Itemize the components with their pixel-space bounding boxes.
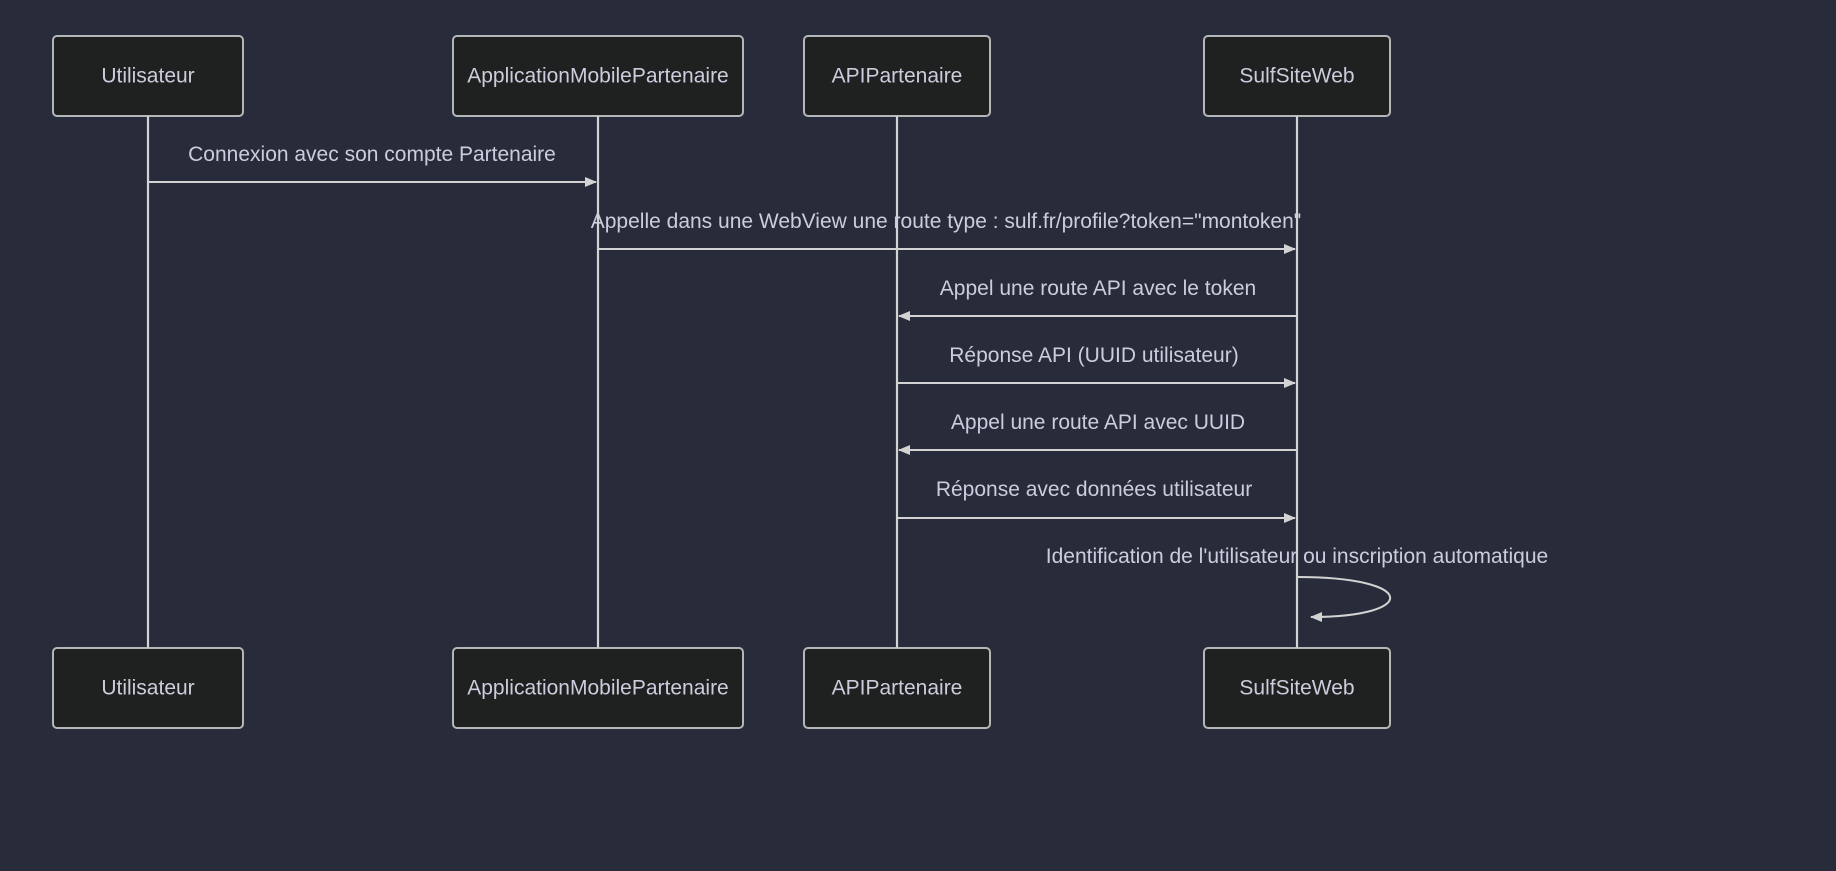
participant-label: Utilisateur [101,65,194,88]
participant-label: ApplicationMobilePartenaire [467,677,729,700]
participant-utilisateur-top[interactable]: Utilisateur [52,35,244,117]
msg-appel-route-uuid[interactable]: Appel une route API avec UUID [898,411,1297,455]
participant-application-mobile-partenaire-top[interactable]: ApplicationMobilePartenaire [452,35,744,117]
msg-connexion[interactable]: Connexion avec son compte Partenaire [148,143,597,187]
message-label: Appel une route API avec le token [940,277,1256,300]
participant-box [452,647,744,729]
participant-label: Utilisateur [101,677,194,700]
participant-label: APIPartenaire [832,677,963,700]
participant-utilisateur-bottom[interactable]: Utilisateur [52,647,244,729]
participant-sulf-site-web-bottom[interactable]: SulfSiteWeb [1203,647,1391,729]
message-label: Identification de l'utilisateur ou inscr… [1046,545,1548,568]
participant-sulf-site-web-top[interactable]: SulfSiteWeb [1203,35,1391,117]
participant-label: ApplicationMobilePartenaire [467,65,729,88]
message-label: Appelle dans une WebView une route type … [591,210,1302,233]
self-message-loop [1296,576,1392,622]
participant-box [1203,35,1391,117]
participant-box [803,35,991,117]
message-label: Réponse API (UUID utilisateur) [949,344,1238,367]
participant-box [452,35,744,117]
msg-reponse-donnees[interactable]: Réponse avec données utilisateur [897,478,1296,523]
participant-box [52,35,244,117]
participant-label: SulfSiteWeb [1239,677,1354,700]
message-label: Connexion avec son compte Partenaire [188,143,556,166]
msg-identification-auto[interactable]: Identification de l'utilisateur ou inscr… [1046,545,1548,622]
participant-box [1203,647,1391,729]
participant-box [52,647,244,729]
message-label: Appel une route API avec UUID [951,411,1245,434]
participant-api-partenaire-top[interactable]: APIPartenaire [803,35,991,117]
participant-application-mobile-partenaire-bottom[interactable]: ApplicationMobilePartenaire [452,647,744,729]
participant-label: APIPartenaire [832,65,963,88]
messages-group: Connexion avec son compte PartenaireAppe… [148,143,1548,622]
msg-reponse-uuid[interactable]: Réponse API (UUID utilisateur) [897,344,1296,388]
msg-appel-route-token[interactable]: Appel une route API avec le token [898,277,1297,321]
participant-label: SulfSiteWeb [1239,65,1354,88]
participant-api-partenaire-bottom[interactable]: APIPartenaire [803,647,991,729]
actors-top-group: Utilisateur ApplicationMobilePartenaire AP… [52,35,1391,117]
message-label: Réponse avec données utilisateur [936,478,1252,501]
msg-webview-route[interactable]: Appelle dans une WebView une route type … [591,210,1302,254]
participant-box [803,647,991,729]
actors-bottom-group: Utilisateur ApplicationMobilePartenaire AP… [52,647,1391,729]
